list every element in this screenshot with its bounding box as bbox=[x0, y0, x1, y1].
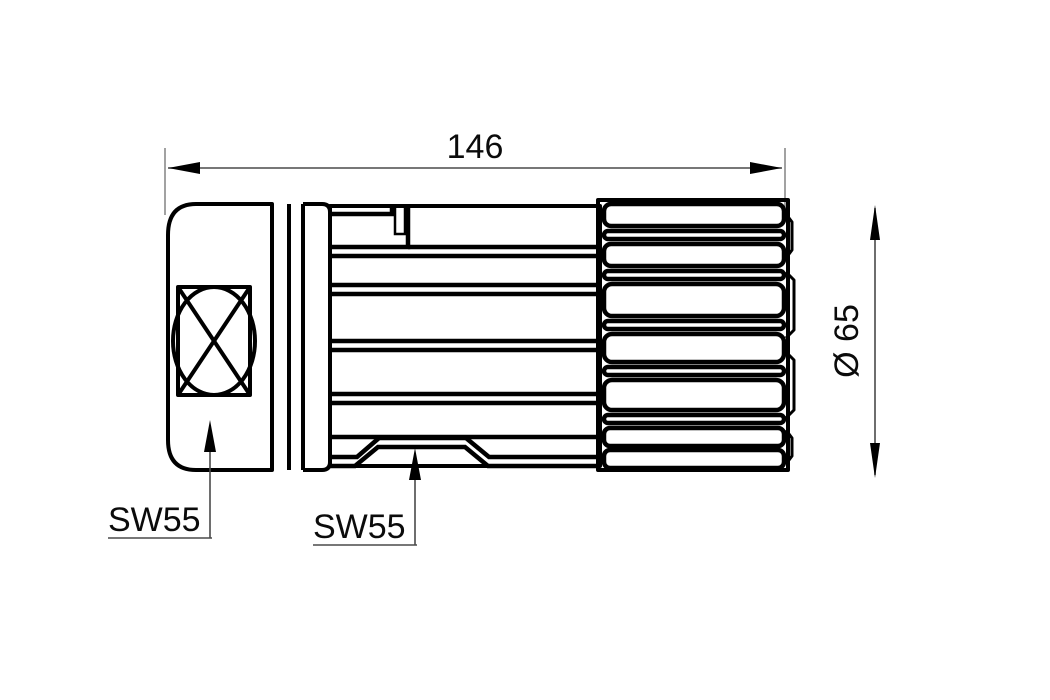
knurl-groove-2 bbox=[601, 268, 787, 282]
arrowhead-bottom bbox=[870, 443, 880, 478]
dimension-label-length: 146 bbox=[447, 128, 504, 166]
knurl-ridge-set bbox=[601, 201, 787, 471]
knurl-groove-4 bbox=[601, 364, 787, 378]
knurl-ridge-1 bbox=[601, 201, 787, 229]
knurled-section-group bbox=[596, 198, 796, 472]
knurl-ridge-6 bbox=[601, 425, 787, 449]
body-bottom-hex-flat bbox=[330, 444, 598, 469]
body-top-shoulder-left bbox=[330, 206, 395, 217]
dimension-label-diameter: Ø 65 bbox=[828, 304, 866, 378]
callout-label-sw55-body: SW55 bbox=[313, 508, 406, 546]
callout-hex-head-wrench-size: SW55 bbox=[108, 420, 216, 539]
knurl-ridge-5 bbox=[601, 377, 787, 413]
left-cap-group bbox=[166, 202, 274, 472]
end-cap-notch-3 bbox=[784, 350, 796, 420]
knurl-groove-3 bbox=[601, 318, 787, 332]
leader-arrowhead-right bbox=[409, 448, 421, 480]
arrowhead-right bbox=[750, 162, 782, 174]
knurl-ridge-7 bbox=[601, 447, 787, 471]
body-bottom-hex-flat-inner bbox=[330, 435, 598, 460]
end-cap-notch-2 bbox=[784, 270, 796, 340]
socket-diagonal-b bbox=[176, 285, 252, 397]
knurl-groove-5 bbox=[601, 412, 787, 426]
arrowhead-top bbox=[870, 205, 880, 240]
left-cap-outline bbox=[166, 202, 274, 472]
knurl-ridge-3 bbox=[601, 281, 787, 319]
collar-rings-group bbox=[270, 202, 332, 472]
main-body-group bbox=[328, 204, 602, 469]
hexagon-socket-group bbox=[171, 285, 257, 397]
arrowhead-left bbox=[168, 162, 200, 174]
dimension-overall-length: 146 bbox=[164, 128, 786, 215]
knurl-ridge-2 bbox=[601, 241, 787, 269]
collar-ring-4 bbox=[303, 202, 332, 472]
knurl-ridge-4 bbox=[601, 331, 787, 365]
leader-arrowhead-left bbox=[204, 420, 216, 452]
knurl-outline bbox=[596, 198, 790, 472]
dimension-outer-diameter: Ø 65 bbox=[828, 205, 880, 478]
knurl-groove-1 bbox=[601, 228, 787, 242]
body-rib-set bbox=[330, 206, 598, 469]
body-keyway-notch bbox=[393, 208, 407, 236]
end-cap-notch-1 bbox=[784, 213, 794, 259]
callout-body-wrench-size: SW55 bbox=[313, 448, 421, 546]
callout-label-sw55-head: SW55 bbox=[108, 501, 201, 539]
end-cap-notch-4 bbox=[784, 429, 794, 465]
